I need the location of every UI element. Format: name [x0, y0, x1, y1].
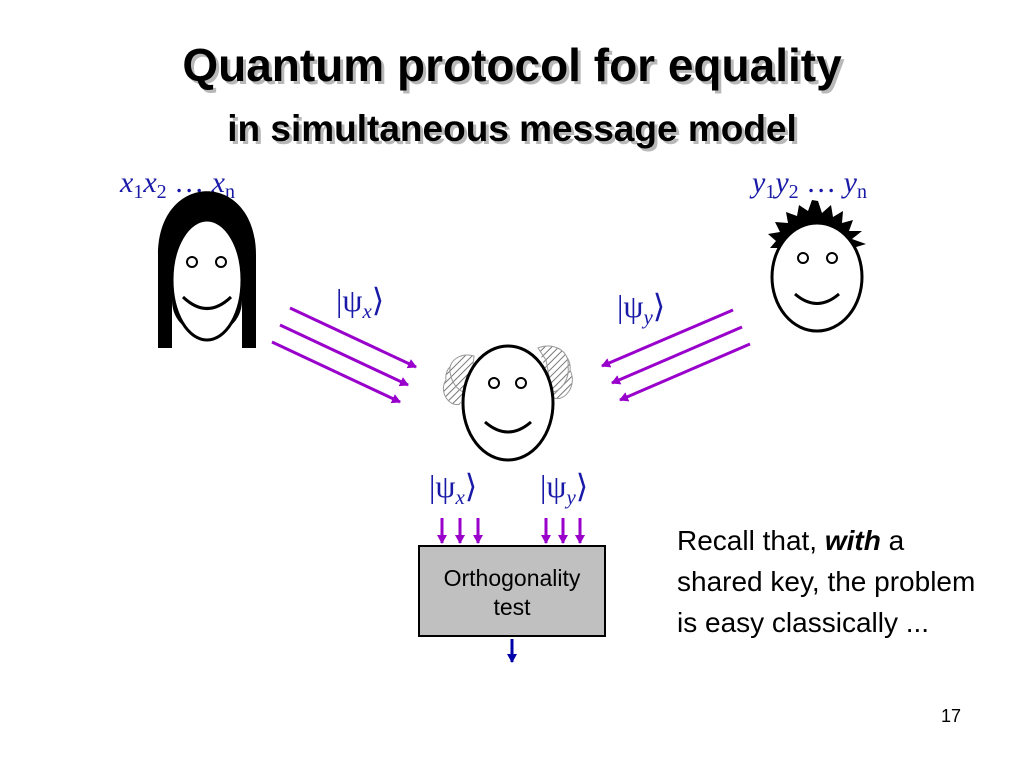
orthogonality-test-box: Orthogonality test: [418, 545, 606, 637]
page-number: 17: [941, 706, 962, 726]
alice-arrow-1: [289, 306, 417, 369]
note-emphasis: with: [824, 525, 881, 556]
box-line-1: Orthogonality: [443, 565, 581, 591]
alice-message-arrows: [271, 306, 417, 404]
slide-title: Quantum protocol for equality: [182, 39, 842, 91]
bob-input-label: y1y2 … yn: [752, 166, 867, 203]
psi-y-upper-label: |ψy⟩: [617, 288, 666, 329]
alice-face-icon: [158, 191, 256, 348]
bob-message-arrows: [601, 308, 751, 402]
bob-face-icon: [768, 200, 866, 333]
psi-x-upper-label: |ψx⟩: [336, 282, 385, 323]
bob-arrow-1: [601, 308, 734, 368]
bob-arrow-3: [619, 342, 751, 402]
box-input-arrows: [437, 518, 585, 544]
alice-arrow-2: [279, 323, 409, 387]
psi-y-lower-label: |ψy⟩: [540, 468, 589, 509]
box-line-2: test: [493, 594, 531, 620]
referee-face-icon: [442, 344, 573, 462]
recall-note: Recall that, with a shared key, the prob…: [677, 525, 976, 638]
psi-x-lower-label: |ψx⟩: [429, 468, 478, 509]
slide-subtitle: in simultaneous message model: [227, 108, 797, 149]
alice-arrow-3: [271, 340, 401, 404]
bob-arrow-2: [611, 325, 743, 385]
